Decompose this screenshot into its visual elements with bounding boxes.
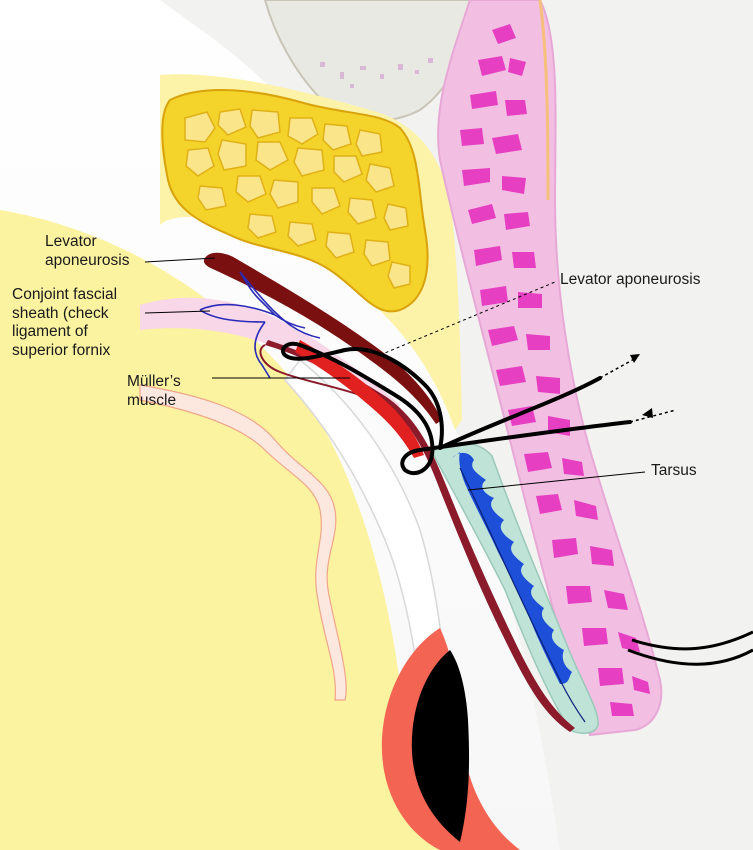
- fat-lobules: [184, 108, 411, 289]
- muller-muscle: [295, 340, 424, 458]
- tarsal-glands: [452, 452, 572, 684]
- conjunctival-strand: [139, 384, 347, 701]
- leader-conjoint: [144, 310, 211, 314]
- suture: [281, 341, 632, 476]
- needle-arrow-out-line: [599, 357, 637, 379]
- label-levator-aponeurosis-left: Levator aponeurosis: [45, 233, 130, 269]
- arrow-in-head-icon: [642, 408, 653, 418]
- fascial-sheath-area: [140, 297, 400, 412]
- gland-duct: [459, 467, 586, 723]
- label-conjoint-fascial-sheath: Conjoint fascial sheath (check ligament …: [12, 286, 118, 359]
- suture-tail-1: [627, 648, 753, 666]
- arrow-out-head-icon: [630, 354, 640, 363]
- orbicularis-fibres: [460, 24, 650, 716]
- skin-edge: [538, 0, 550, 201]
- pupil: [411, 650, 470, 842]
- levator-aponeurosis: [203, 252, 442, 424]
- leader-levator-right: [379, 281, 556, 356]
- suture-tail-2: [631, 630, 753, 651]
- conjoint-fascial-sheath: [199, 271, 321, 379]
- needle-arrow-in-line: [629, 409, 677, 423]
- bone-marrow-dots: [320, 58, 433, 88]
- label-muller-muscle: Müller’s muscle: [127, 373, 181, 409]
- leader-tarsus: [467, 471, 646, 491]
- superior-fornix: [259, 344, 361, 396]
- label-tarsus: Tarsus: [651, 462, 697, 479]
- label-levator-aponeurosis-right: Levator aponeurosis: [560, 271, 701, 288]
- leader-levator-left: [144, 257, 216, 263]
